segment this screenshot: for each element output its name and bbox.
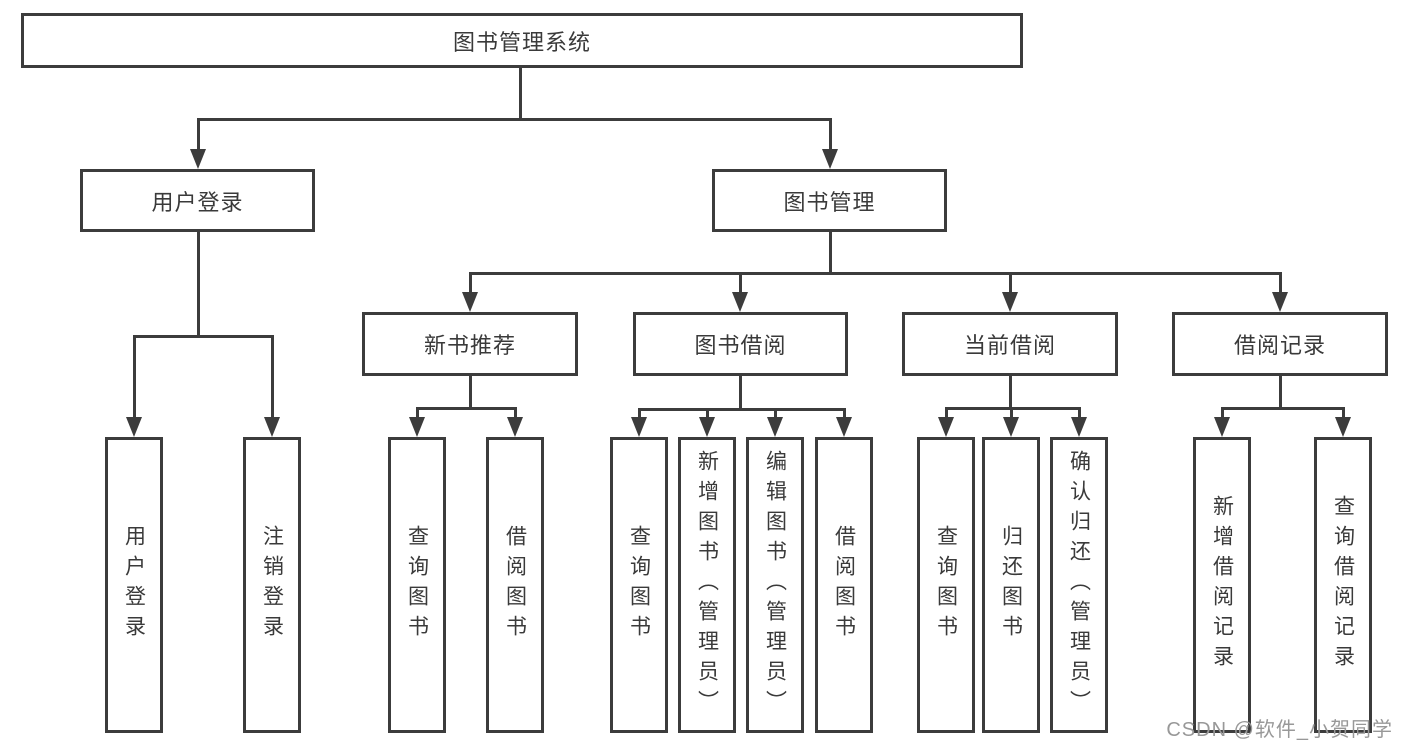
- connector-drop-book-mgmt: [468, 272, 472, 296]
- node-current-borrow: 当前借阅: [902, 312, 1118, 376]
- arrowhead-down-icon: [822, 149, 838, 169]
- node-label: 新书推荐: [423, 333, 516, 358]
- node-br-add-record: 新增借阅记录: [1193, 437, 1251, 733]
- connector-drop-user-login: [132, 335, 136, 421]
- node-cb-confirm: 确认归还（管理员）: [1050, 437, 1108, 733]
- arrowhead-down-icon: [126, 417, 142, 437]
- connector-drop-book-borrow: [842, 408, 846, 421]
- connector-drop-current-borrow: [1077, 407, 1081, 421]
- node-bb-query-book: 查询图书: [610, 437, 668, 733]
- node-root: 图书管理系统: [21, 13, 1023, 68]
- connector-bar-book-mgmt: [468, 272, 1282, 275]
- node-bb-borrow-book: 借阅图书: [815, 437, 873, 733]
- node-label: 借阅记录: [1233, 333, 1326, 358]
- arrowhead-down-icon: [462, 292, 478, 312]
- node-rec-query-book: 查询图书: [388, 437, 446, 733]
- connector-drop-current-borrow: [944, 407, 948, 421]
- arrowhead-down-icon: [938, 417, 954, 437]
- arrowhead-down-icon: [631, 417, 647, 437]
- node-label: 用户登录: [122, 525, 146, 645]
- connector-stem-new-book-rec: [468, 376, 472, 410]
- node-new-book-rec: 新书推荐: [362, 312, 578, 376]
- connector-drop-root: [828, 118, 832, 153]
- connector-drop-current-borrow: [1009, 407, 1013, 421]
- connector-stem-current-borrow: [1008, 376, 1012, 410]
- node-label: 编辑图书（管理员）: [763, 450, 787, 720]
- arrowhead-down-icon: [1002, 292, 1018, 312]
- arrowhead-down-icon: [1214, 417, 1230, 437]
- connector-drop-book-borrow: [773, 408, 777, 421]
- connector-stem-borrow-records: [1278, 376, 1282, 410]
- node-label: 归还图书: [999, 525, 1023, 645]
- node-bb-edit-book: 编辑图书（管理员）: [746, 437, 804, 733]
- csdn-watermark: CSDN @软件_小贺同学: [1166, 719, 1393, 741]
- arrowhead-down-icon: [836, 417, 852, 437]
- connector-bar-user-login: [132, 335, 274, 338]
- node-logout: 注销登录: [243, 437, 301, 733]
- arrowhead-down-icon: [190, 149, 206, 169]
- node-label: 图书管理系统: [452, 29, 591, 55]
- arrowhead-down-icon: [409, 417, 425, 437]
- node-cb-return-book: 归还图书: [982, 437, 1040, 733]
- connector-bar-borrow-records: [1220, 407, 1345, 410]
- node-book-mgmt: 图书管理: [712, 169, 947, 232]
- node-label: 查询图书: [934, 525, 958, 645]
- node-label: 图书借阅: [694, 333, 787, 358]
- node-label: 新增借阅记录: [1210, 495, 1234, 675]
- node-label: 借阅图书: [832, 525, 856, 645]
- node-label: 注销登录: [260, 525, 284, 645]
- connector-drop-borrow-records: [1341, 407, 1345, 421]
- arrowhead-down-icon: [699, 417, 715, 437]
- arrowhead-down-icon: [1003, 417, 1019, 437]
- connector-stem-book-borrow: [738, 376, 742, 411]
- node-label: 查询图书: [627, 525, 651, 645]
- node-label: 查询图书: [405, 525, 429, 645]
- node-label: 借阅图书: [503, 525, 527, 645]
- node-book-borrow: 图书借阅: [633, 312, 848, 376]
- node-rec-borrow-book: 借阅图书: [486, 437, 544, 733]
- node-user-login: 用户登录: [80, 169, 315, 232]
- node-label: 图书管理: [783, 189, 876, 215]
- arrowhead-down-icon: [767, 417, 783, 437]
- connector-drop-new-book-rec: [513, 407, 517, 421]
- connector-drop-user-login: [270, 335, 274, 421]
- connector-stem-user-login: [196, 232, 200, 338]
- connector-drop-book-borrow: [637, 408, 641, 421]
- connector-bar-new-book-rec: [415, 407, 517, 410]
- connector-drop-book-mgmt: [1278, 272, 1282, 296]
- connector-drop-book-mgmt: [1008, 272, 1012, 296]
- node-br-query-record: 查询借阅记录: [1314, 437, 1372, 733]
- node-cb-query-book: 查询图书: [917, 437, 975, 733]
- node-login-user: 用户登录: [105, 437, 163, 733]
- arrowhead-down-icon: [732, 292, 748, 312]
- node-borrow-records: 借阅记录: [1172, 312, 1388, 376]
- node-label: 确认归还（管理员）: [1067, 450, 1091, 720]
- connector-drop-new-book-rec: [415, 407, 419, 421]
- connector-stem-root: [518, 68, 522, 121]
- connector-drop-root: [196, 118, 200, 153]
- arrowhead-down-icon: [1071, 417, 1087, 437]
- connector-drop-borrow-records: [1220, 407, 1224, 421]
- arrowhead-down-icon: [264, 417, 280, 437]
- node-label: 新增图书（管理员）: [695, 450, 719, 720]
- node-label: 用户登录: [151, 189, 244, 215]
- arrowhead-down-icon: [507, 417, 523, 437]
- arrowhead-down-icon: [1272, 292, 1288, 312]
- connector-bar-current-borrow: [944, 407, 1081, 410]
- node-label: 查询借阅记录: [1331, 495, 1355, 675]
- node-label: 当前借阅: [963, 333, 1056, 358]
- connector-drop-book-borrow: [705, 408, 709, 421]
- connector-stem-book-mgmt: [828, 232, 832, 275]
- connector-bar-book-borrow: [637, 408, 846, 411]
- arrowhead-down-icon: [1335, 417, 1351, 437]
- connector-drop-book-mgmt: [738, 272, 742, 296]
- node-bb-add-book: 新增图书（管理员）: [678, 437, 736, 733]
- connector-bar-root: [196, 118, 832, 121]
